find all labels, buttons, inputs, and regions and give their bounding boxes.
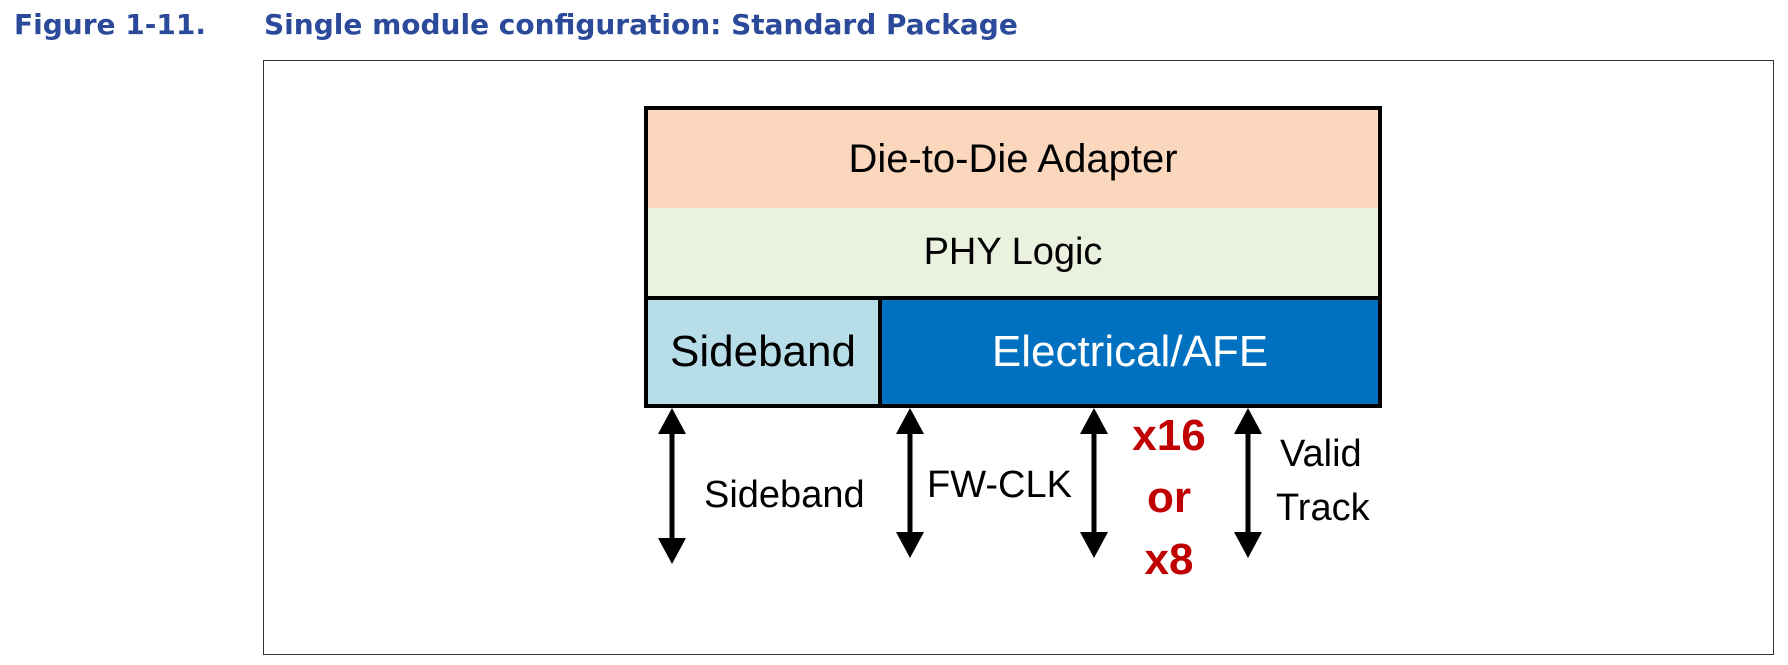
sideband-block: Sideband bbox=[644, 296, 882, 408]
electrical-afe-label: Electrical/AFE bbox=[991, 327, 1269, 376]
valid-track-arrow-icon bbox=[1234, 408, 1262, 558]
lane-width-x16: x16 bbox=[1132, 411, 1206, 460]
figure-title: Single module configuration: Standard Pa… bbox=[264, 7, 1018, 41]
figure-caption: Figure 1-11. Single module configuration… bbox=[14, 4, 1018, 44]
valid-track-signal-label: Valid Track bbox=[1276, 427, 1370, 535]
fw-clk-arrow-icon bbox=[896, 408, 924, 558]
valid-signal-label: Valid bbox=[1280, 433, 1362, 475]
sideband-signal-label: Sideband bbox=[704, 474, 865, 516]
lane-width-or: or bbox=[1147, 473, 1191, 522]
electrical-afe-block: Electrical/AFE bbox=[878, 296, 1382, 408]
die-to-die-adapter-label: Die-to-Die Adapter bbox=[848, 136, 1178, 181]
track-signal-label: Track bbox=[1276, 487, 1370, 529]
die-to-die-adapter-block: Die-to-Die Adapter bbox=[644, 106, 1382, 212]
lane-width-x8: x8 bbox=[1144, 535, 1194, 584]
lane-width-label: x16 or x8 bbox=[1114, 405, 1224, 591]
data-lanes-arrow-icon bbox=[1080, 408, 1108, 558]
phy-logic-label: PHY Logic bbox=[923, 230, 1103, 273]
fw-clk-signal-label: FW-CLK bbox=[927, 464, 1072, 506]
sideband-block-label: Sideband bbox=[670, 327, 856, 376]
phy-logic-block: PHY Logic bbox=[644, 208, 1382, 300]
sideband-arrow-icon bbox=[658, 408, 686, 564]
figure-number: Figure 1-11. bbox=[14, 7, 206, 41]
